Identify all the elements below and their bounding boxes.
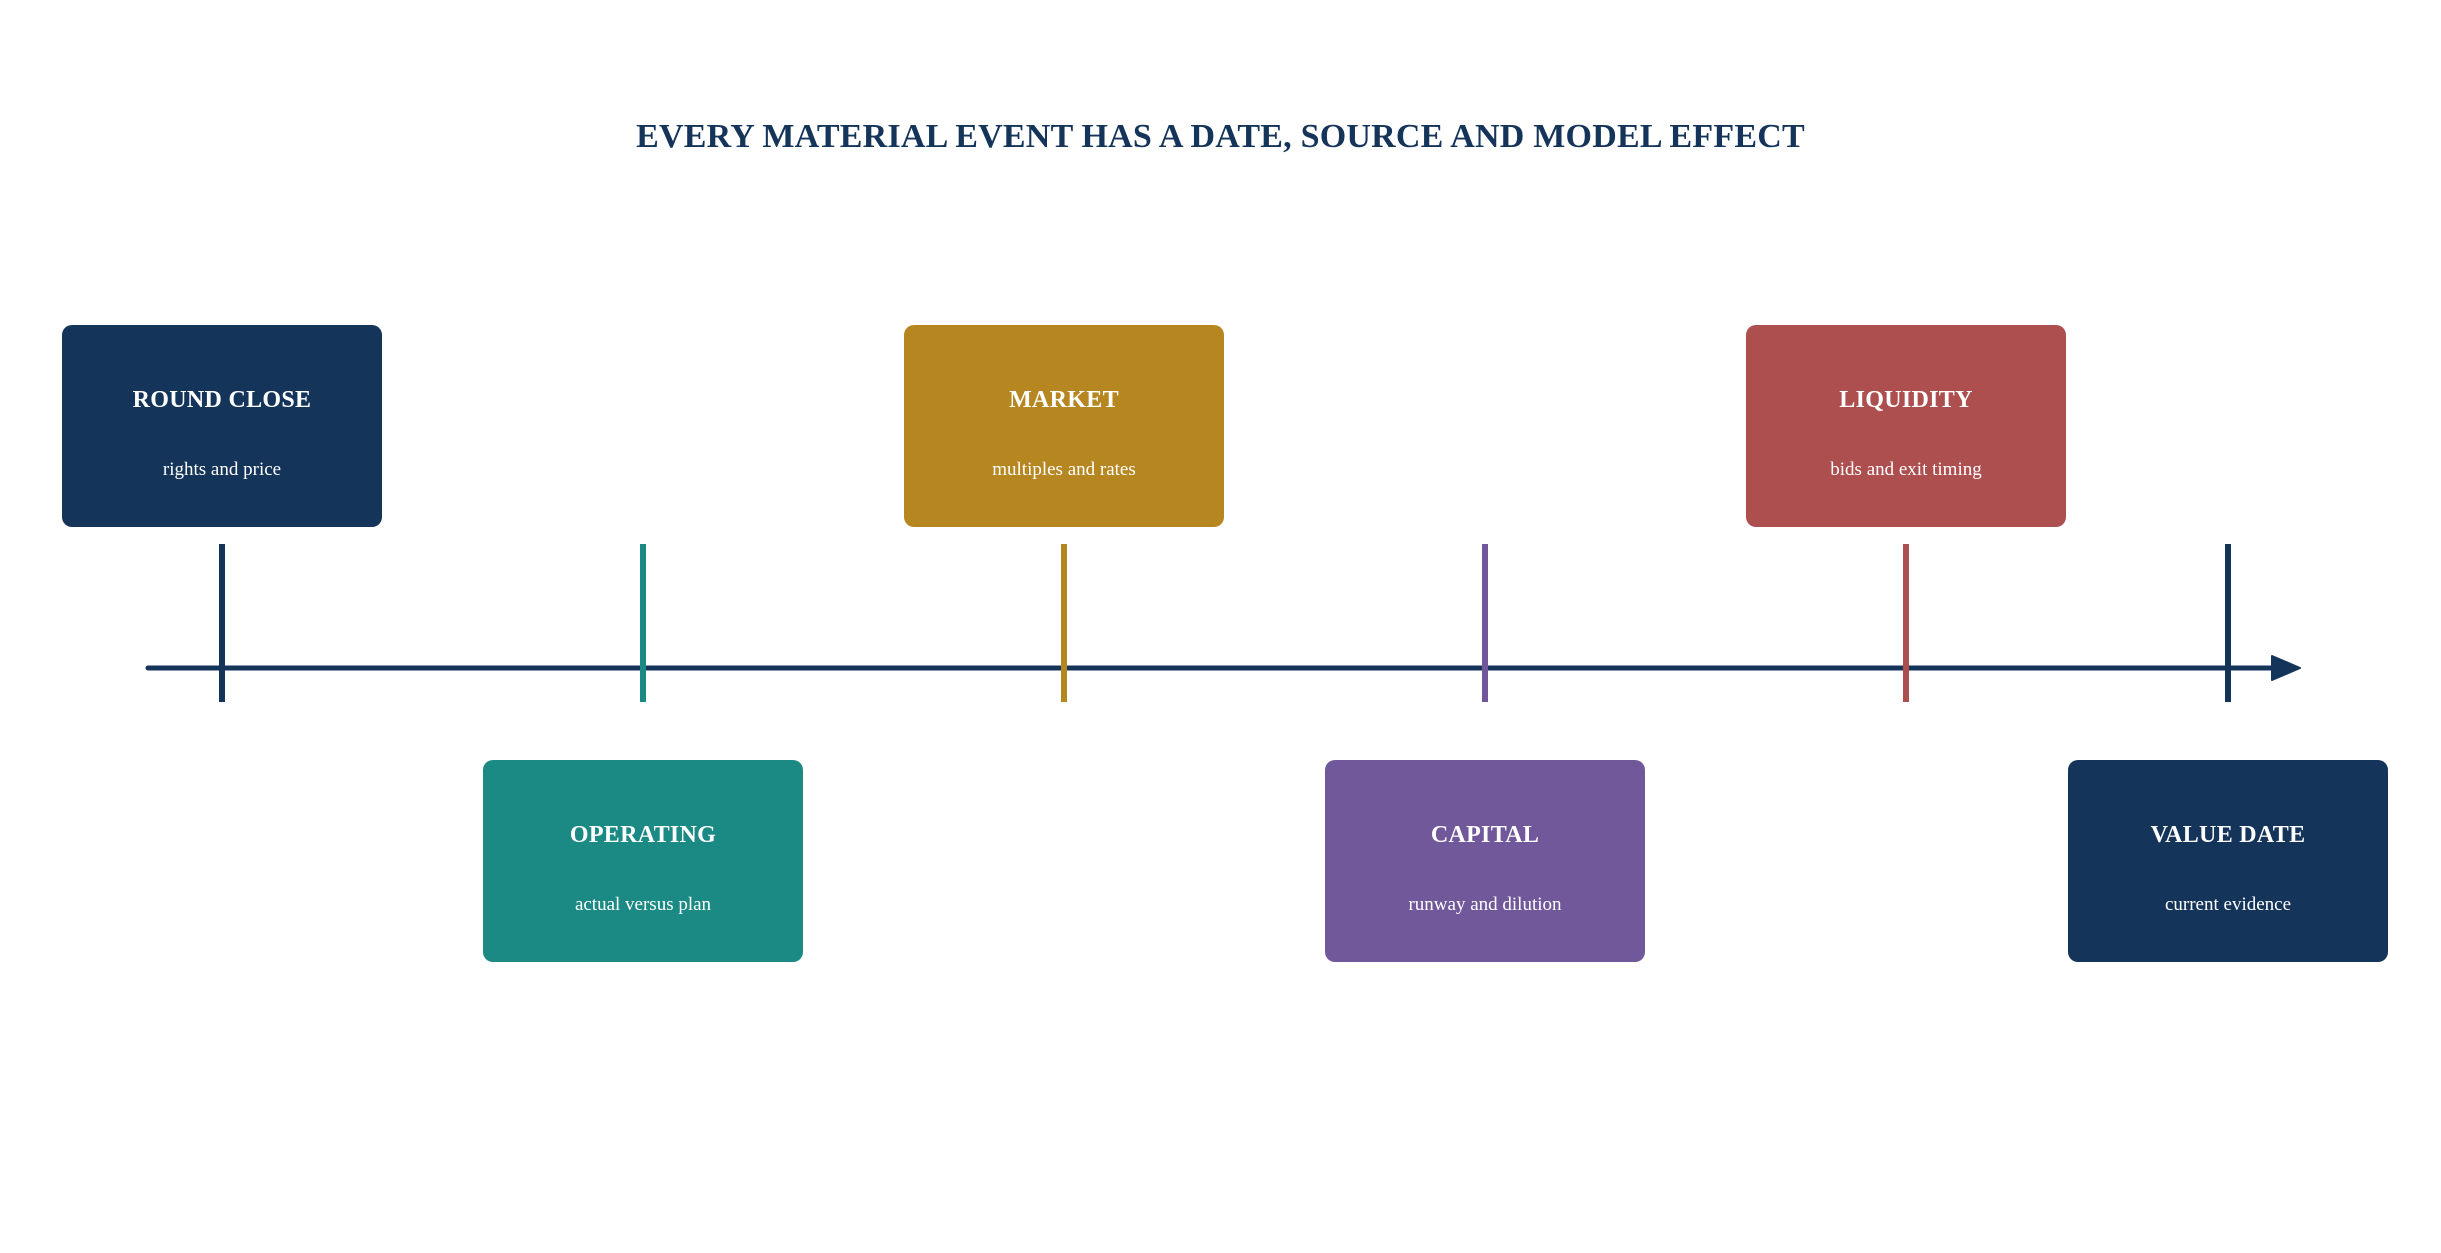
- event-card-capital: CAPITAL runway and dilution: [1325, 760, 1645, 962]
- diagram-title: EVERY MATERIAL EVENT HAS A DATE, SOURCE …: [636, 118, 1805, 155]
- event-card-round-close: ROUND CLOSE rights and price: [62, 325, 382, 527]
- event-card-value-date: VALUE DATE current evidence: [2068, 760, 2388, 962]
- event-card-market: MARKET multiples and rates: [904, 325, 1224, 527]
- event-subtitle: runway and dilution: [1408, 894, 1562, 915]
- event-title: ROUND CLOSE: [132, 387, 312, 413]
- event-subtitle: multiples and rates: [992, 459, 1136, 480]
- event-title: VALUE DATE: [2150, 822, 2306, 848]
- event-title: LIQUIDITY: [1839, 387, 1973, 413]
- event-subtitle: current evidence: [2164, 894, 2292, 915]
- event-title: MARKET: [1009, 387, 1119, 413]
- event-card-operating: OPERATING actual versus plan: [483, 760, 803, 962]
- event-card-liquidity: LIQUIDITY bids and exit timing: [1746, 325, 2066, 527]
- event-title: OPERATING: [569, 822, 717, 848]
- event-subtitle: actual versus plan: [574, 894, 712, 915]
- event-title: CAPITAL: [1430, 822, 1540, 848]
- event-subtitle: bids and exit timing: [1830, 459, 1982, 480]
- event-subtitle: rights and price: [162, 459, 282, 480]
- timeline-arrowhead: [2271, 655, 2301, 681]
